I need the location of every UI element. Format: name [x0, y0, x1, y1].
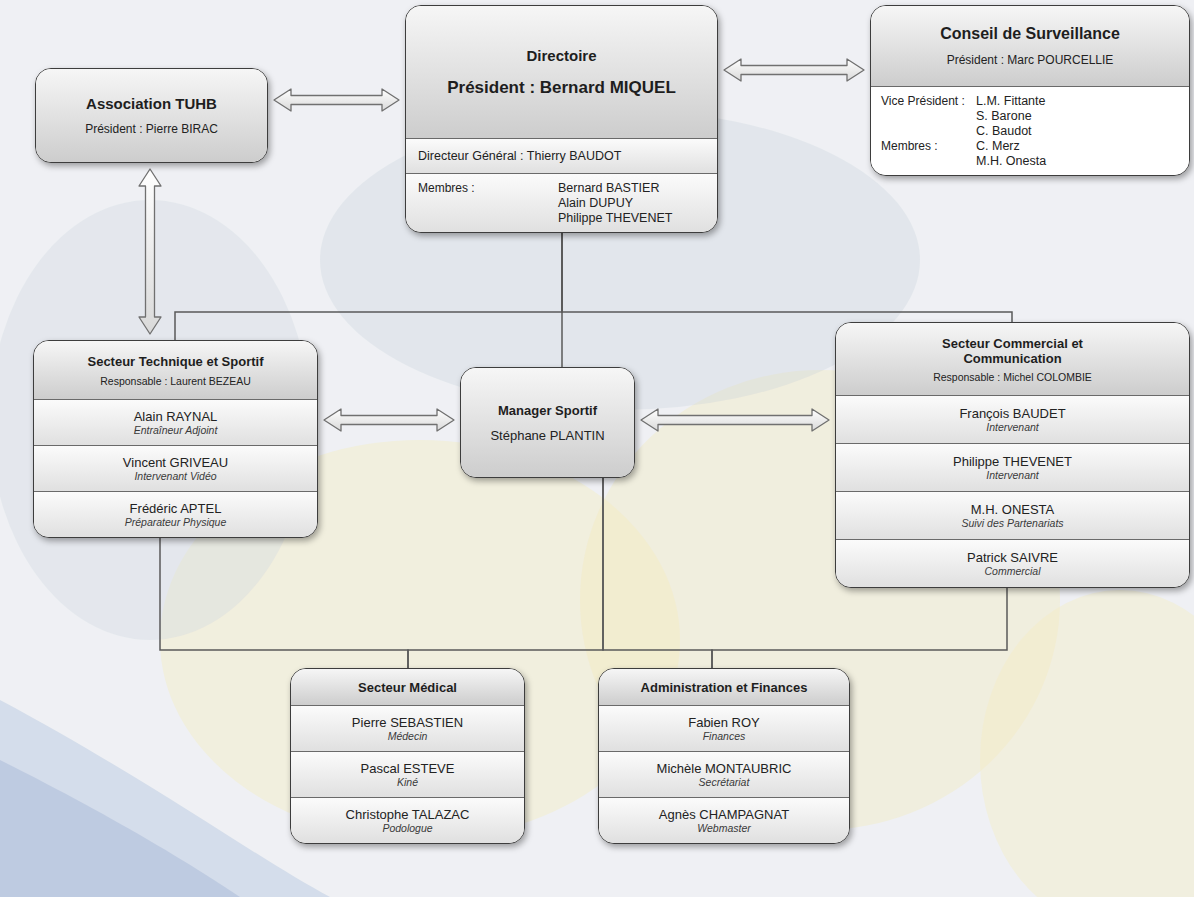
- box-text: M.H. ONESTA: [844, 502, 1181, 517]
- box-text: Philippe THEVENET: [844, 454, 1181, 469]
- box-title: Secteur Médical: [358, 680, 457, 695]
- member-row: Alain RAYNALEntraîneur Adjoint: [34, 399, 317, 445]
- org-box: DirectoirePrésident : Bernard MIQUELDire…: [405, 5, 718, 233]
- box-text: Intervenant: [844, 421, 1181, 433]
- box-text: Vincent GRIVEAU: [42, 455, 309, 470]
- connector-line: [175, 233, 562, 340]
- member-row: Patrick SAIVRECommercial: [836, 539, 1189, 587]
- member-row: Membres :Bernard BASTIERAlain DUPUYPhili…: [406, 173, 717, 232]
- box-text: Pascal ESTEVE: [299, 761, 516, 776]
- box-text: Bernard BASTIER: [558, 181, 705, 195]
- box-text: Préparateur Physique: [42, 516, 309, 528]
- box-text: Michèle MONTAUBRIC: [607, 761, 841, 776]
- box-header: Manager SportifStéphane PLANTIN: [461, 368, 634, 477]
- box-title: Manager Sportif: [498, 403, 597, 418]
- box-text: Président : Pierre BIRAC: [85, 122, 218, 136]
- box-text: Commercial: [844, 565, 1181, 577]
- box-text: C. Baudot: [976, 124, 1179, 138]
- member-row: Pierre SEBASTIENMédecin: [291, 705, 524, 751]
- box-text: Vice Président :: [881, 94, 976, 108]
- box-text: M.H. Onesta: [976, 154, 1179, 168]
- connector-line: [712, 588, 1007, 668]
- org-box: Conseil de SurveillancePrésident : Marc …: [870, 5, 1190, 176]
- box-text: S. Barone: [976, 109, 1179, 123]
- box-text: Patrick SAIVRE: [844, 550, 1181, 565]
- box-text: Intervenant Vidéo: [42, 470, 309, 482]
- org-box: Manager SportifStéphane PLANTIN: [460, 367, 635, 478]
- box-header: Secteur Médical: [291, 669, 524, 705]
- member-row: Michèle MONTAUBRICSecrétariat: [599, 751, 849, 797]
- box-text: Alain DUPUY: [558, 196, 705, 210]
- connector-line: [408, 478, 603, 668]
- box-text: Président : Marc POURCELLIE: [947, 53, 1114, 67]
- member-row: M.H. ONESTASuivi des Partenariats: [836, 491, 1189, 539]
- box-header: Association TUHB Président : Pierre BIRAC: [36, 69, 267, 162]
- member-row: Agnès CHAMPAGNATWebmaster: [599, 797, 849, 843]
- box-text: Podologue: [299, 822, 516, 834]
- double-arrow: [139, 169, 161, 334]
- box-text: Responsable : Laurent BEZEAU: [100, 375, 251, 387]
- connector-line: [603, 478, 712, 668]
- box-text: Médecin: [299, 730, 516, 742]
- box-header: Conseil de SurveillancePrésident : Marc …: [871, 6, 1189, 86]
- box-text: Alain RAYNAL: [42, 409, 309, 424]
- box-text: L.M. Fittante: [976, 94, 1179, 108]
- box-text: Agnès CHAMPAGNAT: [607, 807, 841, 822]
- box-text: Entraîneur Adjoint: [42, 424, 309, 436]
- box-title: Secteur Technique et Sportif: [87, 354, 263, 369]
- member-row: Frédéric APTELPréparateur Physique: [34, 491, 317, 537]
- box-title: Association TUHB: [86, 95, 217, 112]
- member-row: Vincent GRIVEAUIntervenant Vidéo: [34, 445, 317, 491]
- box-text: Directeur Général : Thierry BAUDOT: [418, 149, 705, 163]
- box-header: DirectoirePrésident : Bernard MIQUEL: [406, 6, 717, 138]
- member-row: Vice Président :L.M. FittanteS. BaroneMe…: [871, 86, 1189, 175]
- box-text: Intervenant: [844, 469, 1181, 481]
- box-title: Conseil de Surveillance: [940, 25, 1120, 43]
- box-text: C. Merz: [976, 139, 1179, 153]
- connector-line: [562, 233, 1012, 322]
- box-text: Pierre SEBASTIEN: [299, 715, 516, 730]
- box-header: Secteur Commercial et CommunicationRespo…: [836, 323, 1189, 395]
- double-arrow: [324, 409, 454, 431]
- member-row: Philippe THEVENETIntervenant: [836, 443, 1189, 491]
- box-text: Président : Bernard MIQUEL: [447, 78, 676, 98]
- box-title: Administration et Finances: [641, 680, 808, 695]
- box-text: Suivi des Partenariats: [844, 517, 1181, 529]
- box-text: Christophe TALAZAC: [299, 807, 516, 822]
- box-text: Membres :: [881, 139, 976, 153]
- box-title: Directoire: [526, 47, 596, 64]
- member-row: Christophe TALAZACPodologue: [291, 797, 524, 843]
- org-box: Secteur Commercial et CommunicationRespo…: [835, 322, 1190, 588]
- org-box: Administration et FinancesFabien ROYFina…: [598, 668, 850, 844]
- member-row: François BAUDETIntervenant: [836, 395, 1189, 443]
- box-text: Secrétariat: [607, 776, 841, 788]
- member-row: Directeur Général : Thierry BAUDOT: [406, 138, 717, 173]
- double-arrow: [641, 409, 829, 431]
- double-arrow: [724, 59, 864, 81]
- member-row: Fabien ROYFinances: [599, 705, 849, 751]
- org-box: Secteur MédicalPierre SEBASTIENMédecinPa…: [290, 668, 525, 844]
- box-text: Philippe THEVENET: [558, 211, 705, 225]
- box-header: Secteur Technique et SportifResponsable …: [34, 341, 317, 399]
- box-text: Stéphane PLANTIN: [490, 428, 604, 443]
- org-box: Secteur Technique et SportifResponsable …: [33, 340, 318, 538]
- box-text: Responsable : Michel COLOMBIE: [933, 371, 1092, 383]
- box-text: Kiné: [299, 776, 516, 788]
- box-header: Administration et Finances: [599, 669, 849, 705]
- box-text: Webmaster: [607, 822, 841, 834]
- box-text: Finances: [607, 730, 841, 742]
- box-title: Secteur Commercial et Communication: [918, 336, 1108, 366]
- box-text: Fabien ROY: [607, 715, 841, 730]
- box-text: Frédéric APTEL: [42, 501, 309, 516]
- box-text: François BAUDET: [844, 406, 1181, 421]
- double-arrow: [274, 89, 399, 111]
- connector-line: [160, 538, 408, 668]
- member-row: Pascal ESTEVEKiné: [291, 751, 524, 797]
- org-box: Association TUHB Président : Pierre BIRAC: [35, 68, 268, 163]
- box-text: Membres :: [418, 181, 558, 195]
